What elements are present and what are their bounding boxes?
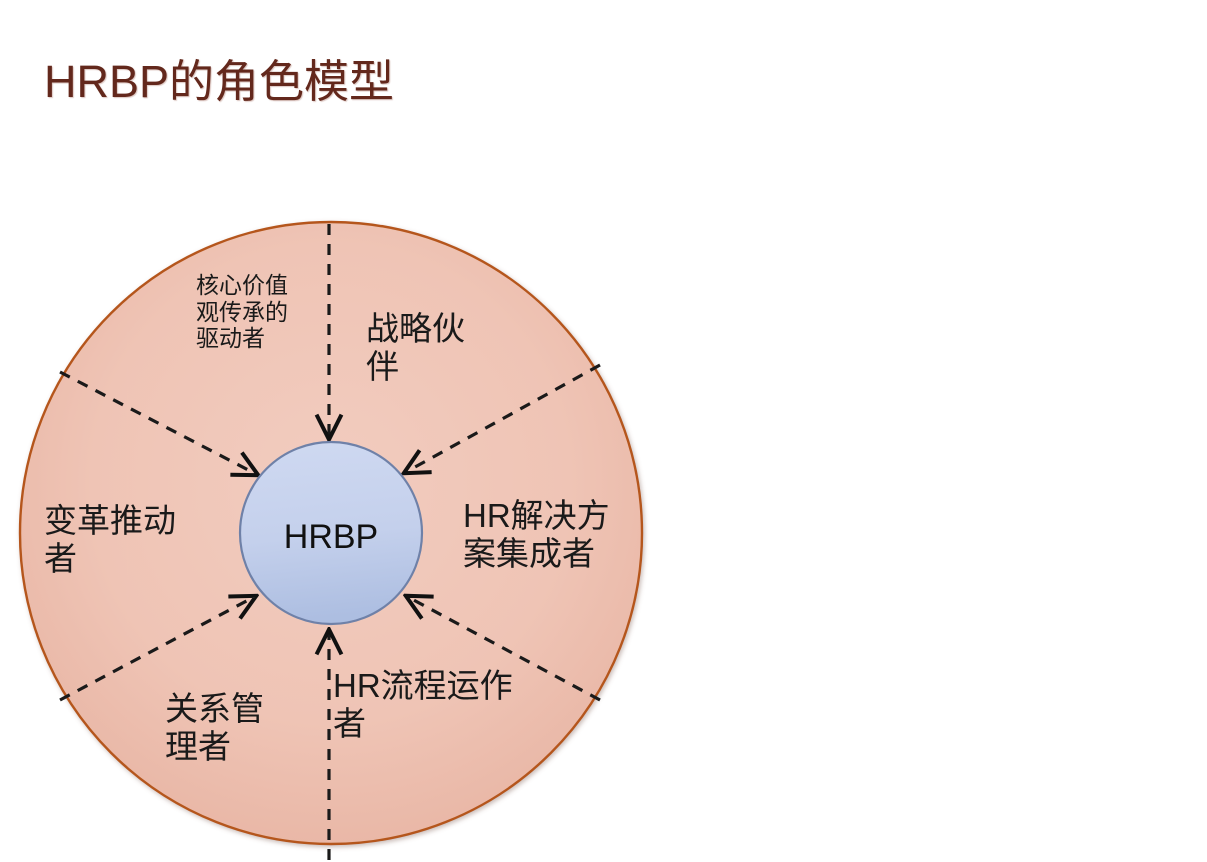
sector-label-change-driver: 变革推动 者	[44, 502, 176, 578]
center-circle-label: HRBP	[283, 518, 379, 556]
connector-group	[59, 224, 601, 860]
sector-label-relationship-manager: 关系管 理者	[165, 690, 264, 766]
connector-lower-right	[408, 597, 601, 702]
sector-label-hr-solution-integrator: HR解决方 案集成者	[463, 497, 610, 573]
sector-label-hr-process-operator: HR流程运作 者	[333, 667, 513, 743]
connector-lower-left	[59, 597, 254, 702]
center-circle[interactable]	[238, 440, 424, 626]
connector-upper-left	[59, 370, 256, 474]
connector-upper-right	[406, 363, 601, 472]
page-title: HRBP的角色模型	[44, 56, 395, 107]
sector-label-strategic-partner: 战略伙 伴	[366, 310, 465, 386]
sector-label-core-value-driver: 核心价值 观传承的 驱动者	[196, 272, 288, 352]
